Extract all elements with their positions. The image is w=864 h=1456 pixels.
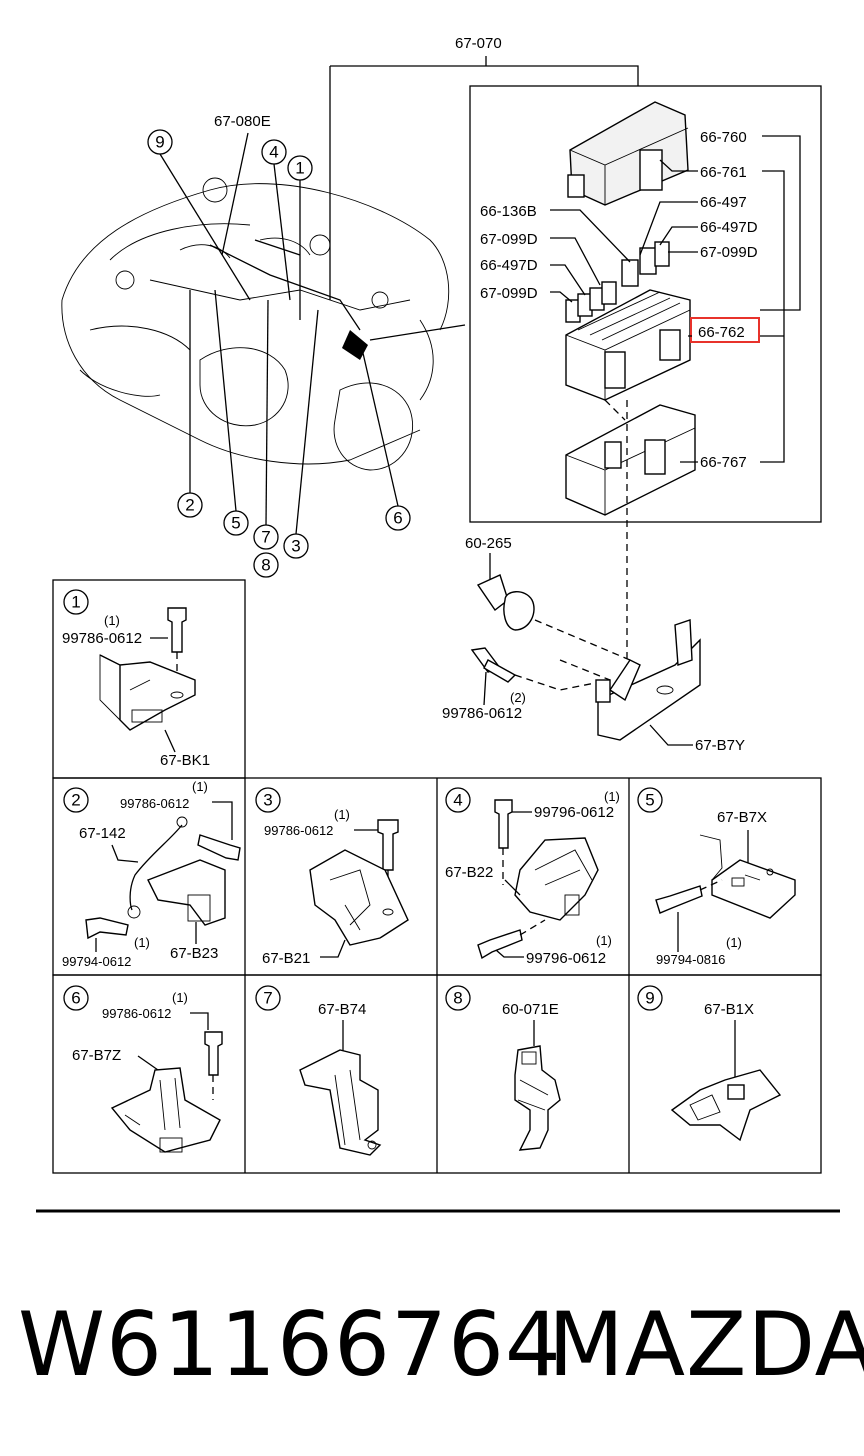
label-67-B7X: 67-B7X <box>717 809 767 826</box>
svg-text:4: 4 <box>269 143 278 162</box>
brand-name: MAZDA <box>548 1293 864 1396</box>
bracket-assembly: 60-265 (2) 99786-0612 67-B7Y <box>442 535 745 754</box>
label-67-B21: 67-B21 <box>262 950 310 967</box>
svg-text:(1): (1) <box>172 990 188 1005</box>
svg-text:(1): (1) <box>726 935 742 950</box>
label-detail6-bolt: 99786-0612 <box>102 1006 171 1021</box>
svg-text:3: 3 <box>291 537 300 556</box>
label-60-265: 60-265 <box>465 535 512 552</box>
label-67-099D-a: 67-099D <box>480 231 538 248</box>
svg-text:7: 7 <box>263 989 272 1008</box>
svg-text:2: 2 <box>71 791 80 810</box>
detail-7: 7 67-B74 <box>255 985 382 1156</box>
detail-grid-lines <box>52 579 822 1174</box>
label-66-136B: 66-136B <box>480 203 537 220</box>
label-detail2-bolt1: 99786-0612 <box>120 796 189 811</box>
label-67-B1X: 67-B1X <box>704 1001 754 1018</box>
detail-8: 8 60-071E <box>445 985 561 1151</box>
label-67-099D-right: 67-099D <box>700 244 758 261</box>
label-detail4-bolt1: 99796-0612 <box>534 804 614 821</box>
label-detail1-bolt: 99786-0612 <box>62 630 142 647</box>
svg-text:5: 5 <box>231 514 240 533</box>
label-detail4-bolt2: 99796-0612 <box>526 950 606 967</box>
label-67-142: 67-142 <box>79 825 126 842</box>
label-67-BK1: 67-BK1 <box>160 752 210 769</box>
fuse-box-frame <box>469 85 822 523</box>
label-66-760: 66-760 <box>700 129 747 146</box>
svg-text:(1): (1) <box>334 807 350 822</box>
label-66-767: 66-767 <box>700 454 747 471</box>
svg-text:3: 3 <box>263 791 272 810</box>
svg-text:7: 7 <box>261 528 270 547</box>
svg-text:1: 1 <box>71 593 80 612</box>
footer: W61166764 MAZDA <box>0 1290 864 1400</box>
label-67-B22: 67-B22 <box>445 864 493 881</box>
detail-9: 9 67-B1X <box>637 985 782 1142</box>
svg-text:9: 9 <box>155 133 164 152</box>
detail-4: 4 (1) 99796-0612 67-B22 (1) 99796-0612 <box>445 787 620 967</box>
detail-5: 5 67-B7X (1) 99794-0816 <box>637 787 796 967</box>
part-number: W61166764 <box>18 1293 562 1396</box>
fuse-box-parts <box>565 101 696 516</box>
label-detail3-bolt: 99786-0612 <box>264 823 333 838</box>
svg-text:1: 1 <box>295 159 304 178</box>
svg-text:(1): (1) <box>192 779 208 794</box>
fuse-box-labels: 66-760 66-761 66-497 66-497D 67-099D 66-… <box>480 129 801 471</box>
label-67-B23: 67-B23 <box>170 945 218 962</box>
svg-text:(1): (1) <box>596 933 612 948</box>
detail-3: 3 (1) 99786-0612 67-B21 <box>255 787 409 967</box>
highlight-box <box>690 317 760 343</box>
svg-text:2: 2 <box>185 496 194 515</box>
label-harness: 67-080E <box>214 113 271 130</box>
label-detail5-bolt: 99794-0816 <box>656 952 725 967</box>
label-detail2-bolt2: 99794-0612 <box>62 954 131 969</box>
svg-text:(2): (2) <box>510 690 526 705</box>
svg-text:(1): (1) <box>104 613 120 628</box>
label-67-099D-b: 67-099D <box>480 285 538 302</box>
svg-text:(1): (1) <box>134 935 150 950</box>
detail-1: 1 (1) 99786-0612 67-BK1 <box>62 589 210 769</box>
svg-text:8: 8 <box>261 556 270 575</box>
svg-text:5: 5 <box>645 791 654 810</box>
label-60-071E: 60-071E <box>502 1001 559 1018</box>
svg-text:4: 4 <box>453 791 462 810</box>
label-main-group: 67-070 <box>455 35 502 52</box>
svg-text:8: 8 <box>453 989 462 1008</box>
label-67-B7Y: 67-B7Y <box>695 737 745 754</box>
label-67-B7Z: 67-B7Z <box>72 1047 121 1064</box>
detail-6: 6 (1) 99786-0612 67-B7Z <box>63 985 223 1153</box>
label-66-761: 66-761 <box>700 164 747 181</box>
detail-2: 2 (1) 99786-0612 67-142 (1) 99794-0612 6… <box>62 779 241 969</box>
label-bolt-99786-0612: 99786-0612 <box>442 705 522 722</box>
svg-text:9: 9 <box>645 989 654 1008</box>
label-66-497: 66-497 <box>700 194 747 211</box>
svg-text:(1): (1) <box>604 789 620 804</box>
svg-text:6: 6 <box>393 509 402 528</box>
label-66-497D: 66-497D <box>700 219 758 236</box>
engine-callouts: 9 4 1 2 5 7 8 3 6 <box>147 129 411 578</box>
svg-text:6: 6 <box>71 989 80 1008</box>
label-66-497D-left: 66-497D <box>480 257 538 274</box>
label-66-762: 66-762 <box>698 324 745 341</box>
label-67-B74: 67-B74 <box>318 1001 366 1018</box>
engine-bay-illustration <box>61 177 466 471</box>
